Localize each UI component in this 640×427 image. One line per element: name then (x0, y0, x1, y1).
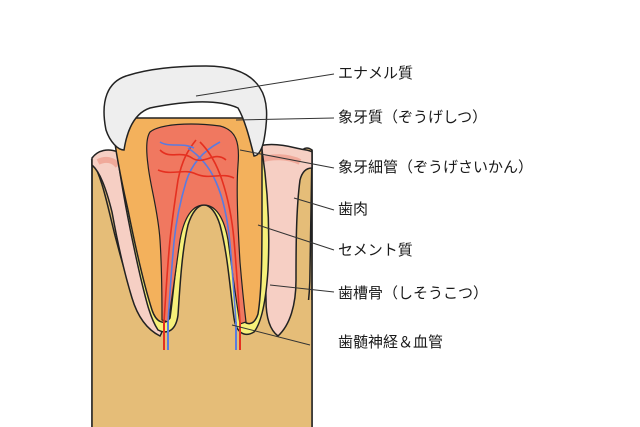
label-dentin: 象牙質（ぞうげしつ） (338, 108, 488, 126)
label-pulp: 歯髄神経＆血管 (338, 333, 444, 351)
pulp-vessels (157, 139, 241, 323)
label-gingiva: 歯肉 (338, 200, 369, 218)
label-alveolar-bone: 歯槽骨（しそうこつ） (338, 284, 489, 302)
leader-lines (195, 73, 335, 346)
label-dentinal-tubules: 象牙細管（ぞうげさいかん） (338, 158, 534, 176)
label-enamel: エナメル質 (338, 64, 414, 82)
enamel (103, 65, 268, 157)
label-cementum: セメント質 (338, 241, 413, 259)
